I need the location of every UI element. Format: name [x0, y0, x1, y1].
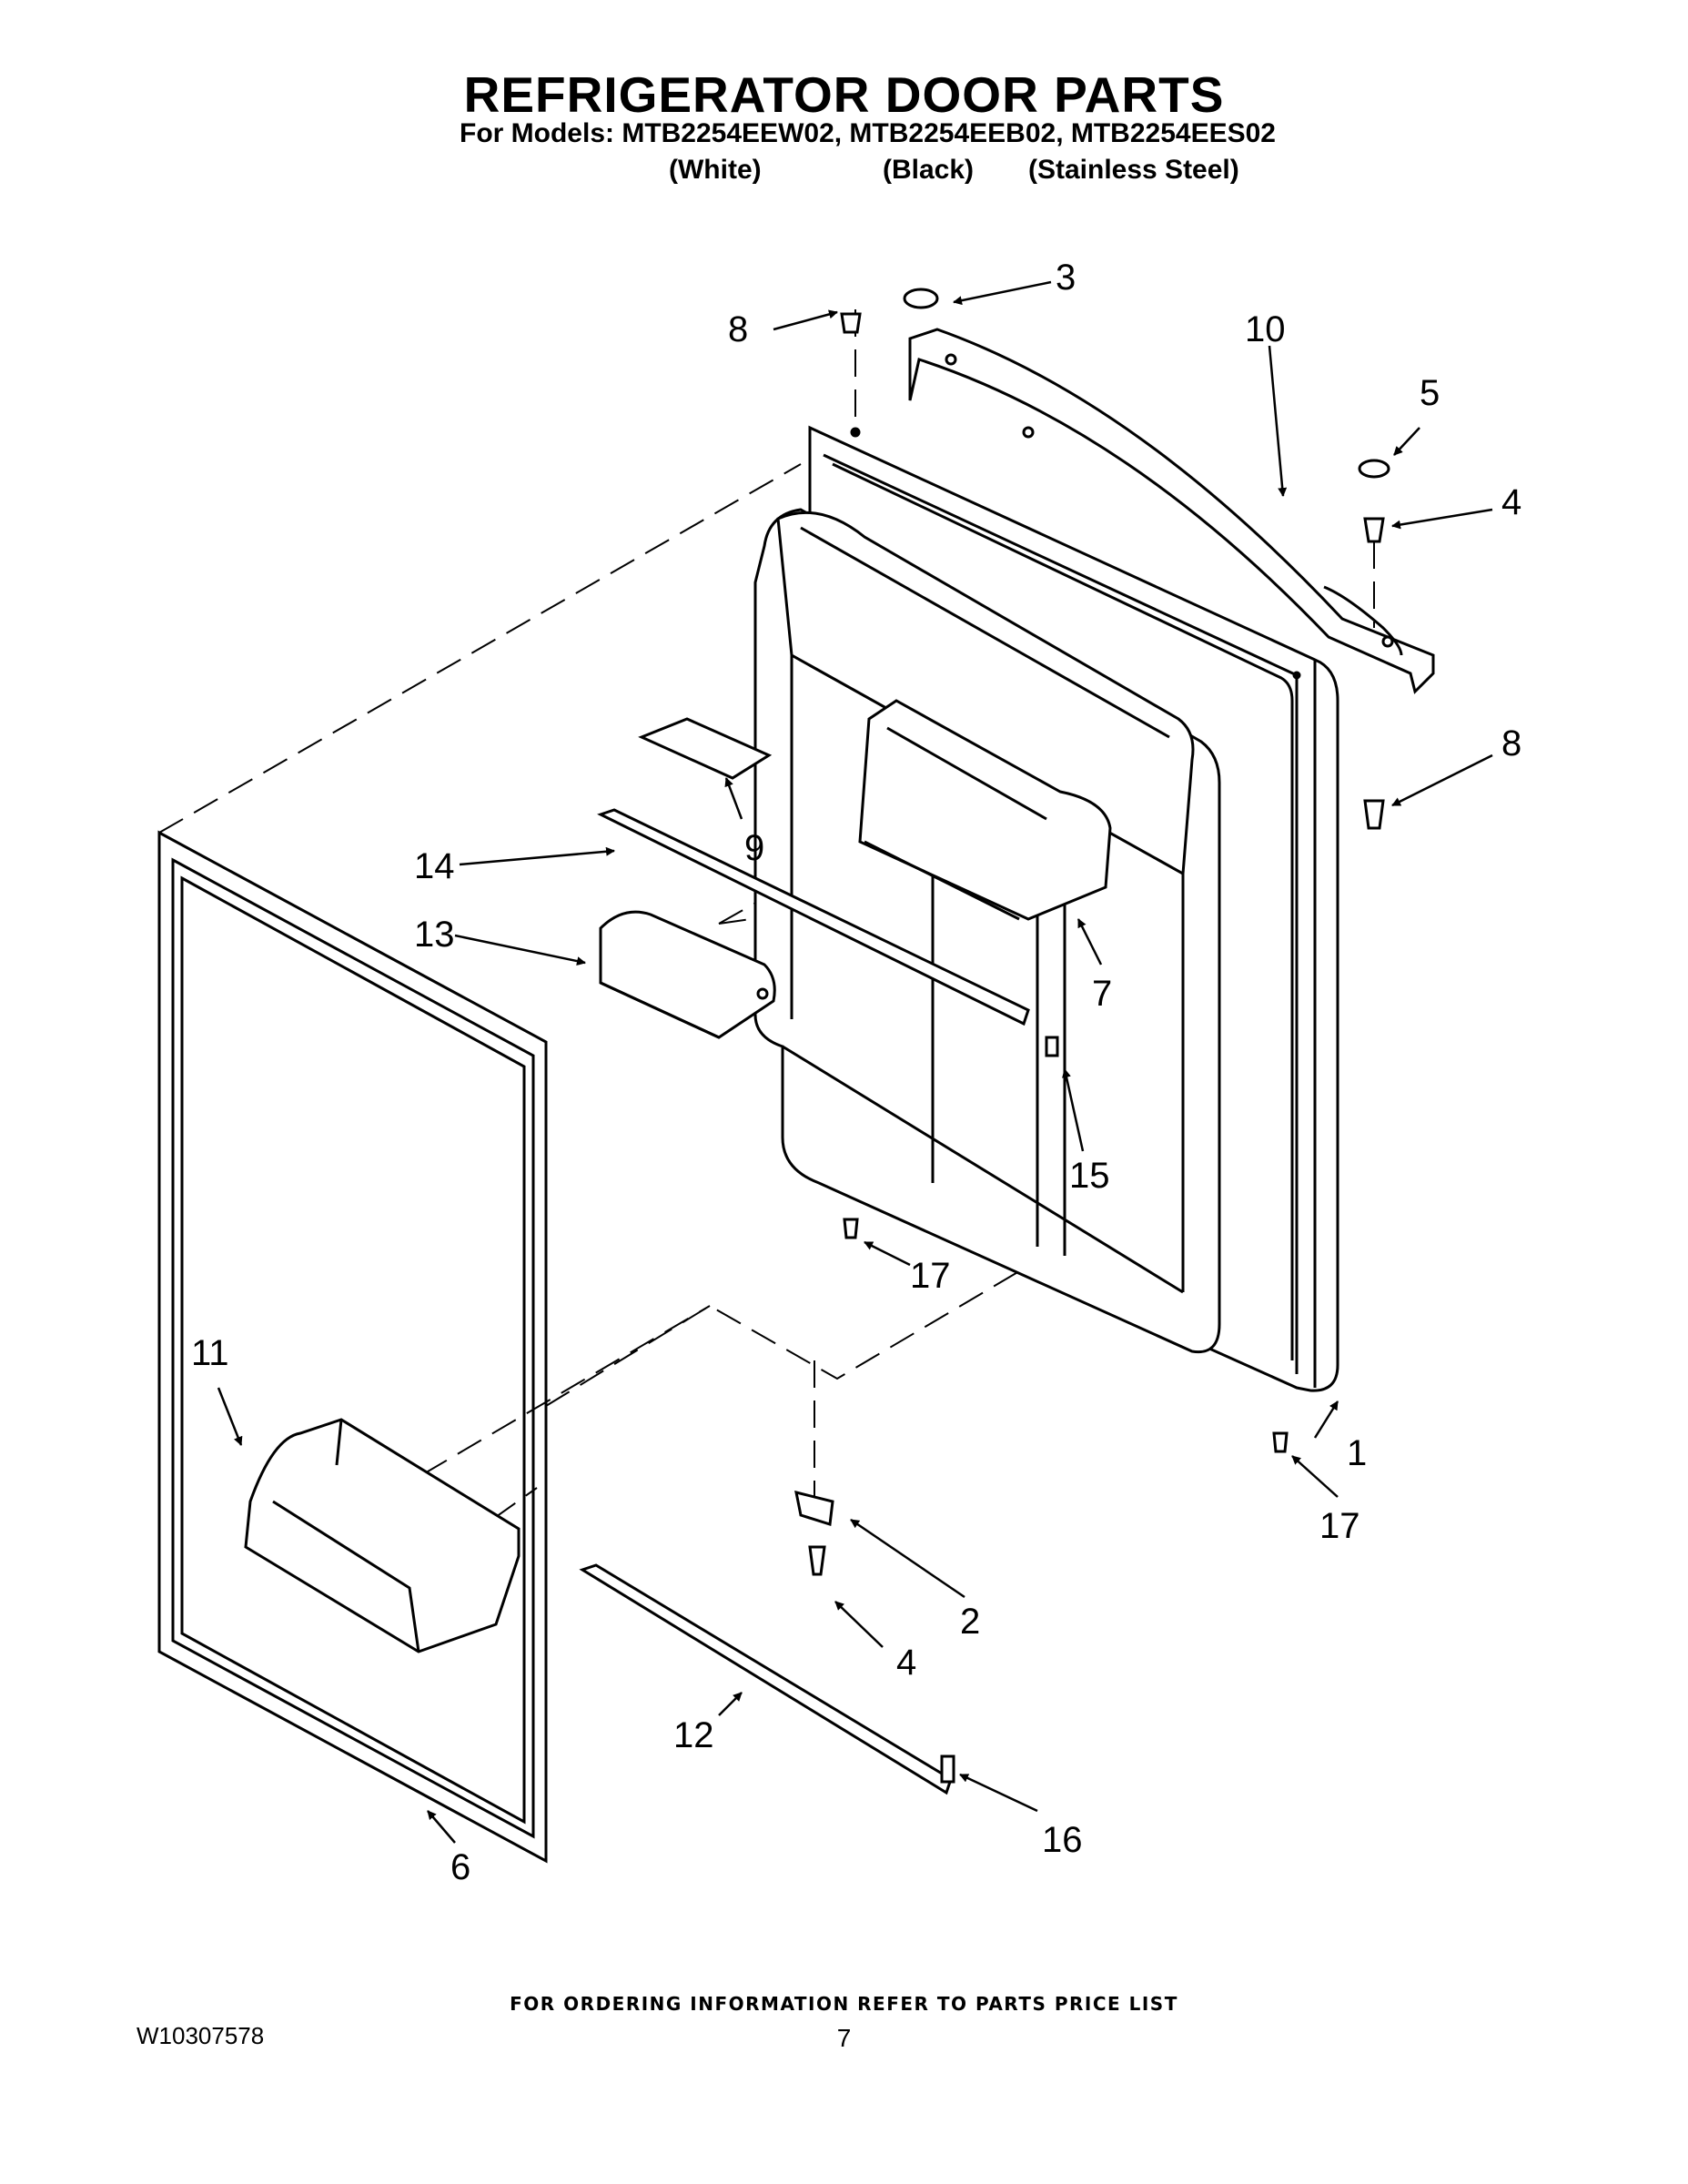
callout-1: 1 [1347, 1433, 1367, 1473]
callout-5: 5 [1420, 373, 1440, 413]
small-bin [599, 910, 776, 1039]
callout-11: 11 [191, 1333, 229, 1373]
dairy-bin [858, 699, 1112, 921]
callout-10: 10 [1245, 309, 1286, 349]
variant-stainless: (Stainless Steel) [1028, 155, 1239, 185]
variant-black: (Black) [883, 155, 975, 185]
document-number: W10307578 [136, 2022, 265, 2049]
door-handle [908, 328, 1435, 694]
trim-strip [597, 808, 1030, 1026]
ordering-note: FOR ORDERING INFORMATION REFER TO PARTS … [510, 1993, 1178, 2015]
callout-3: 3 [1056, 258, 1076, 298]
callout-15: 15 [1069, 1156, 1110, 1196]
callout-4-lower: 4 [896, 1643, 916, 1683]
callout-labels: 1 2 3 4 4 5 6 7 8 8 9 10 11 12 13 14 15 … [191, 258, 1521, 1887]
page-title: REFRIGERATOR DOOR PARTS [463, 66, 1225, 123]
callout-13: 13 [414, 915, 455, 955]
callout-12: 12 [673, 1715, 714, 1755]
callout-7: 7 [1092, 974, 1112, 1014]
callout-4-upper: 4 [1501, 482, 1521, 522]
door-insert [638, 717, 773, 780]
callout-6: 6 [450, 1847, 470, 1887]
callout-17-upper: 17 [910, 1256, 951, 1296]
callout-8-upper: 8 [728, 309, 748, 349]
callout-16: 16 [1042, 1820, 1083, 1860]
door-gasket [157, 830, 548, 1864]
callout-17-lower: 17 [1319, 1506, 1360, 1546]
callout-14: 14 [414, 846, 455, 886]
leader-lines [217, 280, 1493, 1844]
variant-white: (White) [669, 155, 762, 185]
hardware [794, 288, 1390, 1784]
door-shelf [244, 1418, 521, 1653]
callout-8-right: 8 [1501, 723, 1521, 763]
callout-2: 2 [960, 1602, 980, 1642]
models-line: For Models: MTB2254EEW02, MTB2254EEB02, … [460, 118, 1276, 148]
callout-9: 9 [744, 828, 764, 868]
page-number: 7 [836, 2024, 852, 2052]
